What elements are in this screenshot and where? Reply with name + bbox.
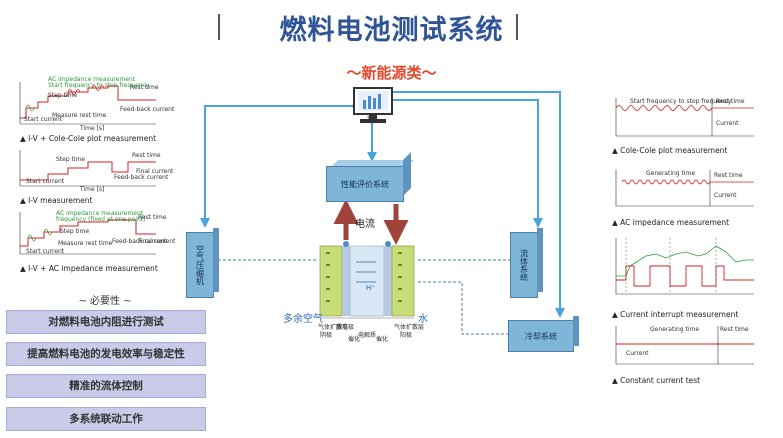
right-caption-1: ▲ Cole-Cole plot measurement bbox=[612, 146, 728, 155]
left-chart-3-plot bbox=[19, 212, 156, 255]
air-compressor-node: 空气压缩机 bbox=[186, 228, 220, 298]
fluid-system-text: 流体系统 bbox=[519, 249, 529, 281]
cell-label-gdl-left: 气体扩散层 bbox=[318, 324, 349, 331]
left-caption-2: ▲ I-V measurement bbox=[20, 196, 93, 205]
cell-label-cat-right: 催化 bbox=[376, 336, 389, 343]
hplus-label: H⁺ bbox=[366, 284, 375, 292]
left-chart-2-start: Start current bbox=[26, 178, 65, 185]
cell-label-gdl-right: 气体扩散层 bbox=[394, 324, 425, 331]
right-chart-2-current: Current bbox=[714, 192, 737, 199]
left-chart-3-top: AC impedance measurement bbox=[56, 210, 144, 217]
computer-icon bbox=[353, 87, 393, 123]
title-bar: 燃料电池测试系统 bbox=[0, 8, 783, 47]
right-chart-1-current: Current bbox=[716, 120, 739, 127]
evaluation-system-label: 性能评价系统 bbox=[326, 166, 404, 202]
cell-label-electrolyte: 电解质 bbox=[358, 332, 377, 339]
necessity-heading: ~ 必要性 ~ bbox=[78, 296, 132, 307]
left-chart-1: AC impedance measurement Start frequency… bbox=[8, 76, 174, 132]
page-subtitle: ～新能源类～ bbox=[346, 64, 437, 82]
left-chart-2-rest: Rest time bbox=[132, 152, 161, 159]
right-chart-4-top: Generating time bbox=[650, 326, 700, 333]
cell-label-cathode: 阴极 bbox=[320, 332, 333, 339]
left-chart-1-top: AC impedance measurement bbox=[48, 76, 136, 83]
right-chart-4-current: Current bbox=[626, 350, 649, 357]
left-chart-2: Step time Start current Rest time Feed-b… bbox=[8, 148, 173, 193]
right-chart-1: Start frequency to stop frequency Rest t… bbox=[606, 96, 756, 142]
left-caption-3: ▲ I-V + AC impedance measurement bbox=[20, 264, 158, 273]
right-chart-2-plot bbox=[615, 170, 754, 207]
left-chart-1-rest: Rest time bbox=[130, 84, 159, 91]
left-chart-1-plot bbox=[19, 82, 156, 125]
left-chart-2-final: Final current bbox=[136, 168, 174, 175]
right-chart-4-rest: Rest time bbox=[720, 326, 749, 333]
right-chart-1-rest: Rest time bbox=[716, 98, 745, 105]
evaluation-system-node: 性能评价系统 bbox=[326, 152, 414, 202]
left-caption-1: ▲ I-V + Cole-Cole plot measurement bbox=[20, 134, 157, 143]
cooling-system-node: 冷却系统 bbox=[508, 316, 580, 354]
right-chart-4-plot bbox=[615, 326, 754, 365]
left-chart-3-measure: Measure rest time bbox=[58, 240, 113, 247]
right-caption-4: ▲ Constant current test bbox=[612, 376, 701, 385]
air-compressor-text: 空气压缩机 bbox=[195, 245, 205, 285]
fluid-system-node: 流体系统 bbox=[510, 228, 544, 298]
cell-label-cat-left: 催化 bbox=[348, 336, 361, 343]
left-chart-2-plot bbox=[19, 150, 156, 187]
right-chart-3-plot bbox=[615, 238, 754, 295]
air-compressor-label: 空气压缩机 bbox=[186, 232, 214, 298]
left-chart-3-rest: Rest time bbox=[138, 214, 167, 221]
left-chart-1-fb: Feed-back current bbox=[120, 106, 175, 113]
cell-label-mea: 膜电极 bbox=[336, 324, 355, 331]
title-separator-left bbox=[218, 14, 220, 40]
current-label: 电流 bbox=[355, 219, 375, 230]
right-chart-1-top: Start frequency to stop frequency bbox=[630, 98, 732, 105]
left-chart-1-xlabel: Time [s] bbox=[80, 125, 105, 132]
left-chart-3-start: Start current bbox=[26, 248, 65, 255]
right-chart-1-plot bbox=[615, 98, 754, 137]
left-chart-2-xlabel: Time [s] bbox=[80, 186, 105, 193]
fluid-system-label: 流体系统 bbox=[510, 232, 538, 298]
right-chart-2-top: Generating time bbox=[646, 170, 696, 177]
feature-fluid-control: 精准的流体控制 bbox=[6, 374, 206, 398]
fuel-cell-diagram bbox=[319, 241, 415, 319]
right-chart-2: Generating time Rest time Current bbox=[606, 168, 756, 212]
feature-internal-resistance: 对燃料电池内阻进行测试 bbox=[6, 310, 206, 334]
right-chart-2-rest: Rest time bbox=[714, 172, 743, 179]
right-caption-2: ▲ AC impedance measurement bbox=[612, 218, 730, 227]
excess-air-label: 多余空气 bbox=[283, 314, 323, 325]
left-chart-3: AC impedance measurement frequency (fixe… bbox=[8, 210, 175, 260]
water-label: 水 bbox=[418, 314, 428, 325]
cooling-system-label: 冷却系统 bbox=[508, 320, 574, 352]
right-caption-3: ▲ Current interrupt measurement bbox=[612, 310, 739, 319]
right-chart-4: Generating time Rest time Current bbox=[606, 324, 756, 370]
title-separator-right bbox=[516, 14, 518, 40]
left-chart-3-step: Step time bbox=[60, 228, 90, 235]
left-chart-1-start: Start current bbox=[24, 116, 63, 123]
feature-efficiency-stability: 提高燃料电池的发电效率与稳定性 bbox=[6, 342, 206, 366]
feature-multi-system: 多系统联动工作 bbox=[6, 407, 206, 431]
left-chart-1-top2: Start frequency to stop frequency bbox=[48, 82, 150, 89]
right-chart-3 bbox=[606, 236, 756, 302]
left-chart-2-step: Step time bbox=[56, 156, 86, 163]
left-chart-1-step: Step time bbox=[48, 92, 78, 99]
left-chart-2-fb: Feed-back current bbox=[114, 174, 169, 181]
left-chart-3-fb: Feed-back current bbox=[112, 238, 167, 245]
cell-label-anode: 阳极 bbox=[400, 332, 413, 339]
left-chart-1-measure: Measure rest time bbox=[52, 112, 107, 119]
left-chart-3-final: Final current bbox=[138, 238, 176, 245]
left-chart-3-top2: frequency (fixed at one point) bbox=[56, 216, 146, 223]
page-title: 燃料电池测试系统 bbox=[279, 15, 504, 46]
